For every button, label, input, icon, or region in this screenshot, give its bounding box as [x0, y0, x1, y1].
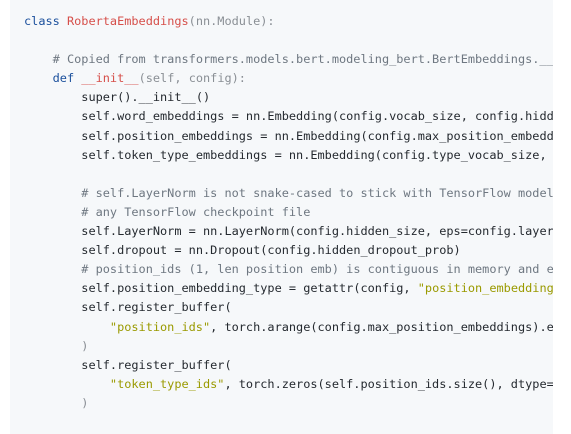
function-signature: (self, config): — [138, 71, 246, 86]
super-init-call: super().__init__() — [81, 90, 211, 105]
code-line-6: self.word_embeddings = nn.Embedding(conf… — [24, 107, 553, 126]
code-line-4: def __init__(self, config): — [24, 69, 553, 88]
code-line-21: ) — [24, 394, 553, 413]
comment-checkpoint: # any TensorFlow checkpoint file — [81, 204, 311, 219]
register-buffer-call-1: self.register_buffer( — [81, 300, 232, 315]
torch-arange-call: , torch.arange(config.max_position_embed… — [210, 319, 553, 334]
class-base: (nn.Module): — [188, 14, 275, 28]
code-line-17: "position_ids", torch.arange(config.max_… — [24, 318, 553, 337]
code-line-9 — [24, 165, 553, 184]
word-embeddings-line: self.word_embeddings = nn.Embedding(conf… — [81, 109, 553, 124]
torch-zeros-call: , torch.zeros(self.position_ids.size(), … — [224, 376, 553, 391]
comment-position-ids: # position_ids (1, len position emb) is … — [81, 262, 553, 277]
code-line-3: # Copied from transformers.models.bert.m… — [24, 50, 553, 69]
code-line-10: # self.LayerNorm is not snake-cased to s… — [24, 184, 553, 203]
code-line-11: # any TensorFlow checkpoint file — [24, 203, 553, 222]
code-block: class RobertaEmbeddings(nn.Module): # Co… — [10, 0, 553, 434]
code-line-19: self.register_buffer( — [24, 356, 553, 375]
code-line-13: self.dropout = nn.Dropout(config.hidden_… — [24, 241, 553, 260]
code-line-12: self.LayerNorm = nn.LayerNorm(config.hid… — [24, 222, 553, 241]
code-line-14: # position_ids (1, len position emb) is … — [24, 260, 553, 279]
register-buffer-call-2: self.register_buffer( — [81, 357, 232, 372]
right-margin — [553, 0, 571, 434]
dropout-line: self.dropout = nn.Dropout(config.hidden_… — [81, 243, 461, 258]
close-paren-2: ) — [81, 395, 89, 410]
code-line-7: self.position_embeddings = nn.Embedding(… — [24, 127, 553, 146]
code-line-8: self.token_type_embeddings = nn.Embeddin… — [24, 146, 553, 165]
code-line-15: self.position_embedding_type = getattr(c… — [24, 279, 553, 298]
keyword-class: class — [24, 14, 60, 28]
function-name: __init__ — [81, 71, 139, 86]
string-token-type-ids: "token_type_ids" — [109, 376, 225, 391]
code-line-20: "token_type_ids", torch.zeros(self.posit… — [24, 375, 553, 394]
close-paren-1: ) — [81, 338, 89, 353]
code-line-16: self.register_buffer( — [24, 298, 553, 317]
position-embedding-type-line: self.position_embedding_type = getattr(c… — [81, 281, 418, 296]
string-position-ids: "position_ids" — [109, 319, 211, 334]
string-position-embedding-type: "position_embedding_t — [417, 281, 553, 296]
comment-copied-from: # Copied from transformers.models.bert.m… — [52, 52, 553, 67]
token-type-embeddings-line: self.token_type_embeddings = nn.Embeddin… — [81, 147, 553, 162]
code-line-18: ) — [24, 337, 553, 356]
layernorm-line: self.LayerNorm = nn.LayerNorm(config.hid… — [81, 224, 553, 239]
code-text: class RobertaEmbeddings(nn.Module): # Co… — [24, 12, 553, 413]
class-name: RobertaEmbeddings — [66, 14, 189, 28]
code-line-1: class RobertaEmbeddings(nn.Module): — [24, 12, 553, 31]
comment-layernorm: # self.LayerNorm is not snake-cased to s… — [81, 185, 553, 200]
keyword-def: def — [52, 71, 75, 86]
position-embeddings-line: self.position_embeddings = nn.Embedding(… — [81, 128, 553, 143]
code-line-5: super().__init__() — [24, 88, 553, 107]
code-line-2 — [24, 31, 553, 50]
